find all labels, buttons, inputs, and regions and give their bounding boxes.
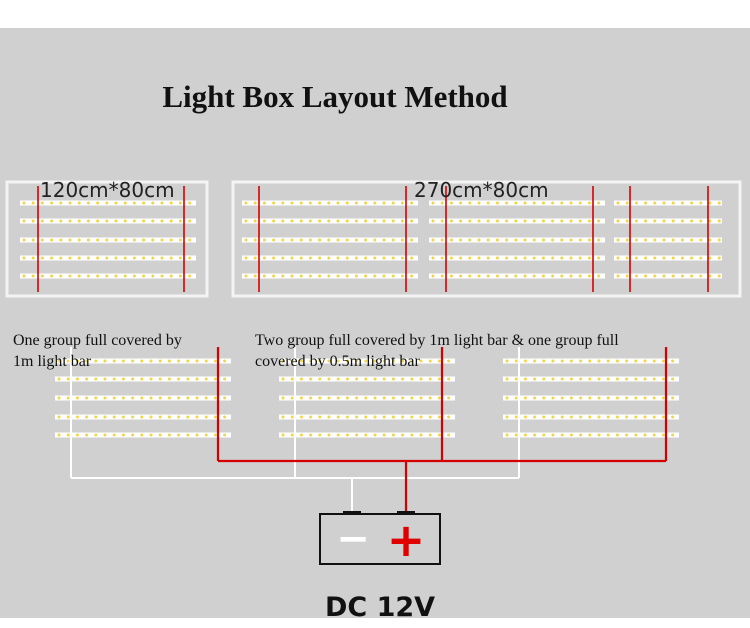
led-bar — [242, 218, 418, 224]
small-light-box — [5, 180, 209, 298]
terminal-plus-cap — [397, 511, 415, 515]
led-bar — [503, 432, 679, 438]
led-bar — [614, 273, 722, 279]
led-bar — [614, 237, 722, 243]
led-bar — [20, 218, 196, 224]
led-bar — [429, 273, 605, 279]
battery-body — [319, 513, 441, 565]
battery: − + — [319, 511, 441, 567]
led-bar — [503, 395, 679, 401]
large-light-box — [231, 180, 742, 298]
terminal-minus-cap — [343, 511, 361, 515]
led-bar — [55, 432, 231, 438]
led-bar — [20, 200, 196, 206]
led-bar — [55, 358, 231, 364]
negative-wiring — [70, 347, 520, 514]
led-bar — [55, 395, 231, 401]
led-bar — [429, 255, 605, 261]
page-title: Light Box Layout Method — [162, 79, 508, 114]
minus-symbol: − — [336, 516, 370, 562]
led-bar — [242, 200, 418, 206]
led-bar — [279, 376, 455, 382]
led-bar — [20, 273, 196, 279]
plus-symbol: + — [387, 513, 426, 567]
led-bar — [429, 237, 605, 243]
led-bar — [429, 200, 605, 206]
led-bar — [503, 376, 679, 382]
positive-wiring — [216, 347, 668, 514]
led-bar — [20, 255, 196, 261]
power-label: DC 12V — [324, 592, 436, 623]
bottom-led-bar-groups — [55, 358, 679, 438]
diagram-background: − + Light Box Layout Method 120cm*80cm 2… — [0, 28, 750, 623]
caption-left-line-1: One group full covered by — [13, 332, 182, 349]
large-box-frame — [231, 180, 742, 298]
led-bar — [429, 218, 605, 224]
led-bar — [503, 414, 679, 420]
led-bar — [55, 414, 231, 420]
led-bar — [242, 273, 418, 279]
caption-left-line-2: 1m light bar — [13, 353, 92, 370]
led-bar — [279, 358, 455, 364]
caption-right: Two group full covered by 1m light bar &… — [255, 330, 619, 372]
caption-right-line-1: Two group full covered by 1m light bar &… — [255, 332, 619, 349]
led-bar — [279, 432, 455, 438]
small-box-led-bars — [20, 200, 196, 279]
large-box-dimension: 270cm*80cm — [414, 178, 549, 202]
led-bar — [279, 414, 455, 420]
led-bar — [503, 358, 679, 364]
led-bar — [614, 200, 722, 206]
caption-right-line-2: covered by 0.5m light bar — [255, 353, 420, 370]
small-box-frame — [5, 180, 209, 298]
led-bar — [55, 376, 231, 382]
led-bar — [614, 218, 722, 224]
caption-left: One group full covered by 1m light bar — [13, 330, 182, 372]
led-bar — [242, 255, 418, 261]
small-box-dimension: 120cm*80cm — [40, 178, 175, 202]
led-bar — [279, 395, 455, 401]
led-bar — [614, 255, 722, 261]
led-bar — [242, 237, 418, 243]
layout-diagram: − + — [5, 180, 742, 567]
large-box-led-bars — [242, 200, 722, 279]
led-bar — [20, 237, 196, 243]
